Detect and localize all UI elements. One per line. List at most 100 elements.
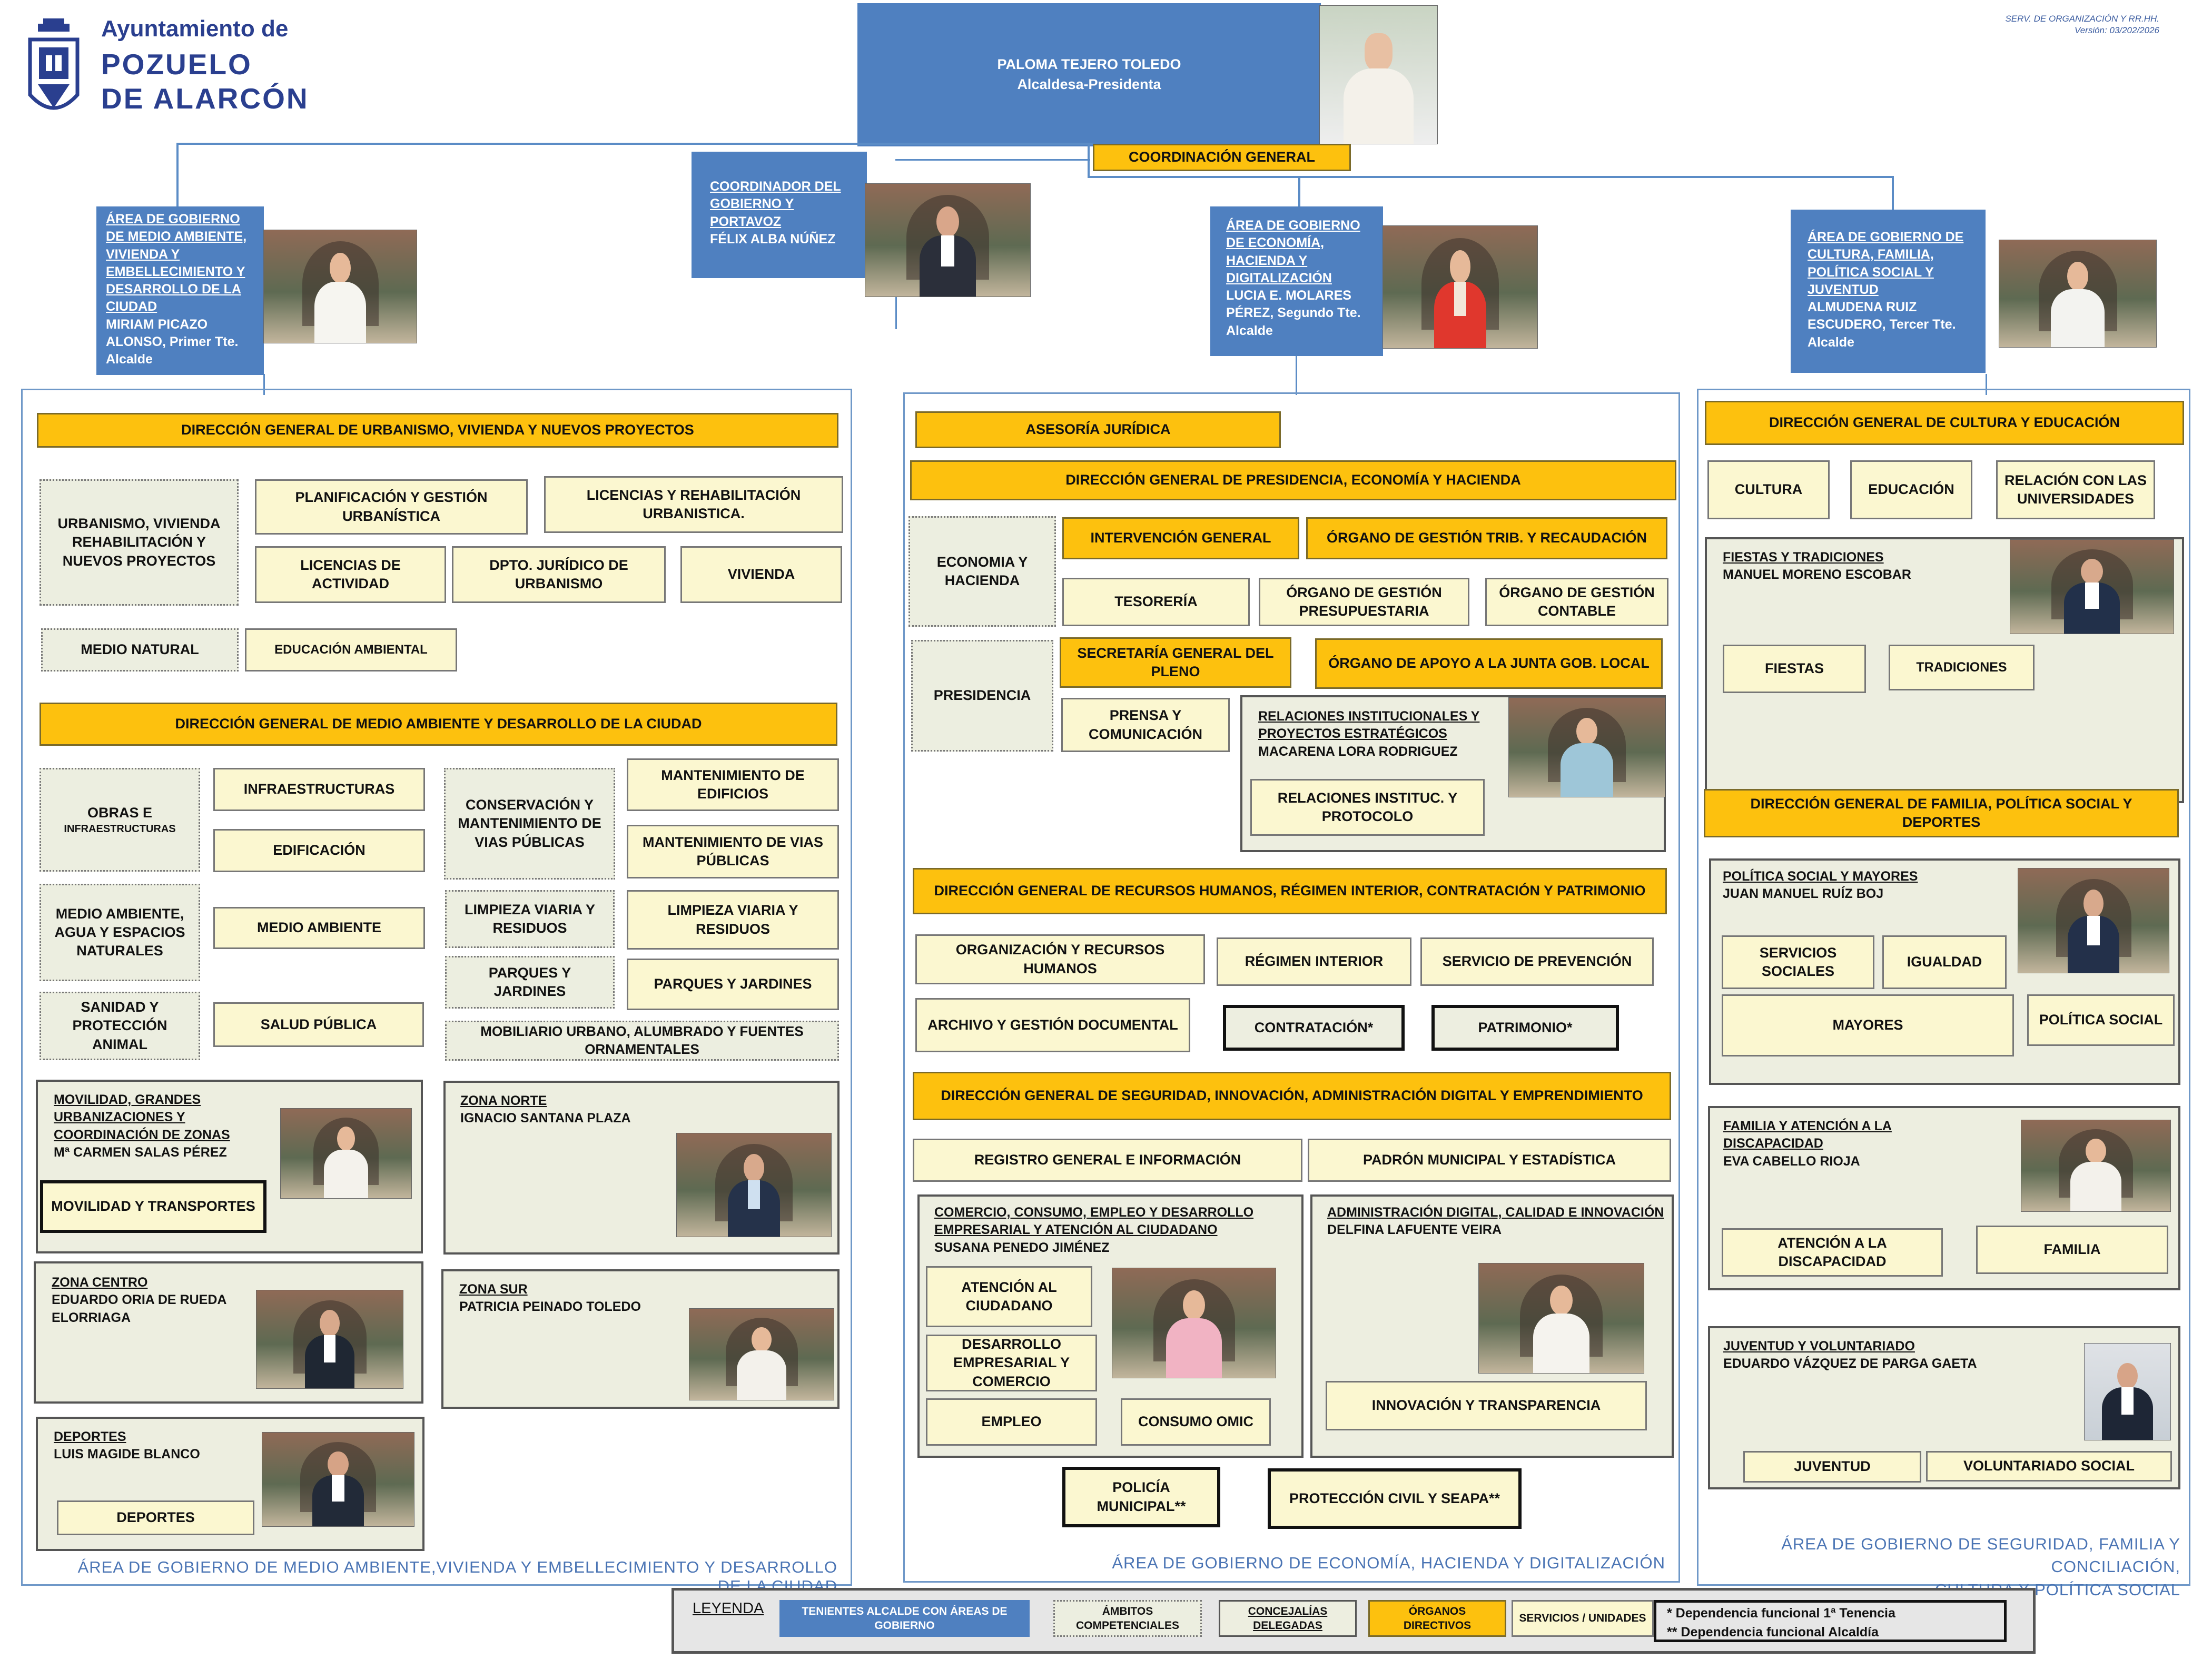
zona-centro-photo <box>256 1290 403 1389</box>
educacion-ambiental-box: EDUCACIÓN AMBIENTAL <box>245 628 457 671</box>
administracion-photo <box>1478 1263 1644 1374</box>
movilidad-transportes-box: MOVILIDAD Y TRANSPORTES <box>40 1180 266 1233</box>
mant-vias-box: MANTENIMIENTO DE VIAS PÚBLICAS <box>627 825 839 878</box>
comercio-title: COMERCIO, CONSUMO, EMPLEO Y DESARROLLO E… <box>934 1205 1254 1238</box>
comercio-panel: COMERCIO, CONSUMO, EMPLEO Y DESARROLLO E… <box>917 1194 1303 1458</box>
zona-sur-photo <box>689 1308 834 1400</box>
fiestas-title: FIESTAS Y TRADICIONES <box>1723 550 1884 565</box>
obras-sublabel: INFRAESTRUCTURAS <box>64 823 176 835</box>
dpto-juridico-box: DPTO. JURÍDICO DE URBANISMO <box>452 546 666 603</box>
brand-line2: POZUELO <box>101 48 252 81</box>
relaciones-panel: RELACIONES INSTITUCIONALES Y PROYECTOS E… <box>1240 695 1666 852</box>
legend-tenientes: TENIENTES ALCALDE CON ÁREAS DE GOBIERNO <box>779 1600 1030 1637</box>
relaciones-photo <box>1508 697 1665 797</box>
tesoreria-box: TESORERÍA <box>1062 578 1250 626</box>
salud-publica-box: SALUD PÚBLICA <box>213 1002 424 1047</box>
comercio-person: SUSANA PENEDO JIMÉNEZ <box>934 1240 1110 1255</box>
discapacidad-box: ATENCIÓN A LA DISCAPACIDAD <box>1722 1228 1943 1277</box>
dg-presidencia: DIRECCIÓN GENERAL DE PRESIDENCIA, ECONOM… <box>910 460 1676 500</box>
movilidad-person: Mª CARMEN SALAS PÉREZ <box>54 1144 227 1160</box>
familia-person: EVA CABELLO RIOJA <box>1723 1153 1860 1169</box>
teniente2-area: ÁREA DE GOBIERNO DE ECONOMÍA, HACIENDA Y… <box>1226 218 1360 285</box>
voluntariado-box: VOLUNTARIADO SOCIAL <box>1926 1451 2172 1482</box>
tradiciones-box: TRADICIONES <box>1889 645 2035 690</box>
obras-label: OBRAS E <box>87 804 153 821</box>
movilidad-panel: MOVILIDAD, GRANDES URBANIZACIONES Y COOR… <box>36 1080 423 1253</box>
teniente1-area: ÁREA DE GOBIERNO DE MEDIO AMBIENTE, VIVI… <box>106 212 247 314</box>
parques2-box: PARQUES Y JARDINES <box>627 959 839 1010</box>
teniente3-person: ALMUDENA RUIZ ESCUDERO, Tercer Tte. Alca… <box>1808 300 1956 350</box>
sanidad-box: SANIDAD Y PROTECCIÓN ANIMAL <box>39 992 200 1060</box>
juventud-photo <box>2084 1343 2171 1440</box>
teniente1-box: ÁREA DE GOBIERNO DE MEDIO AMBIENTE, VIVI… <box>96 206 264 375</box>
legend-concejalias: CONCEJALÍAS DELEGADAS <box>1219 1600 1357 1637</box>
legend-title: LEYENDA <box>693 1600 764 1617</box>
empleo-box: EMPLEO <box>926 1398 1097 1446</box>
version-info: SERV. DE ORGANIZACIÓN Y RR.HH. Versión: … <box>1949 13 2159 36</box>
politica-social-photo <box>2018 868 2169 973</box>
fiestas-box: FIESTAS <box>1723 645 1866 693</box>
intervencion-box: INTERVENCIÓN GENERAL <box>1062 517 1299 559</box>
prevencion-box: SERVICIO DE PREVENCIÓN <box>1420 937 1654 986</box>
footer-economia: ÁREA DE GOBIERNO DE ECONOMÍA, HACIENDA Y… <box>1112 1554 1665 1572</box>
juventud-title: JUVENTUD Y VOLUNTARIADO <box>1723 1339 1915 1354</box>
legend-dependencias: * Dependencia funcional 1ª Tenencia ** D… <box>1654 1600 2007 1642</box>
prensa-box: PRENSA Y COMUNICACIÓN <box>1061 698 1230 752</box>
zona-sur-person: PATRICIA PEINADO TOLEDO <box>459 1299 641 1315</box>
administracion-person: DELFINA LAFUENTE VEIRA <box>1327 1222 1502 1238</box>
coordinador-photo <box>865 183 1031 297</box>
coordinacion-general: COORDINACIÓN GENERAL <box>1093 144 1351 171</box>
politica-social-title: POLÍTICA SOCIAL Y MAYORES <box>1723 869 1918 884</box>
cultura-box: CULTURA <box>1707 460 1830 519</box>
limpieza2-box: LIMPIEZA VIARIA Y RESIDUOS <box>627 890 839 950</box>
organo-trib-box: ÓRGANO DE GESTIÓN TRIB. Y RECAUDACIÓN <box>1306 517 1667 559</box>
policia-box: POLICÍA MUNICIPAL** <box>1062 1467 1220 1527</box>
deportes-box: DEPORTES <box>57 1500 254 1535</box>
zona-norte-person: IGNACIO SANTANA PLAZA <box>460 1111 631 1126</box>
mayor-title: Alcaldesa-Presidenta <box>1017 76 1161 92</box>
urbanismo-box: URBANISMO, VIVIENDA REHABILITACIÓN Y NUE… <box>39 479 239 606</box>
footer-cultura-line1: ÁREA DE GOBIERNO DE SEGURIDAD, FAMILIA Y… <box>1781 1535 2180 1576</box>
dg-seguridad: DIRECCIÓN GENERAL DE SEGURIDAD, INNOVACI… <box>913 1072 1671 1120</box>
movilidad-title: MOVILIDAD, GRANDES URBANIZACIONES Y COOR… <box>54 1092 230 1142</box>
legend-ambitos: ÁMBITOS COMPETENCIALES <box>1053 1600 1202 1637</box>
legend-dep2: ** Dependencia funcional Alcaldía <box>1667 1625 1879 1640</box>
teniente3-area: ÁREA DE GOBIERNO DE CULTURA, FAMILIA, PO… <box>1808 230 1964 297</box>
familia-panel: FAMILIA Y ATENCIÓN A LA DISCAPACIDAD EVA … <box>1708 1106 2180 1290</box>
registro-box: REGISTRO GENERAL E INFORMACIÓN <box>913 1139 1302 1182</box>
desarrollo-box: DESARROLLO EMPRESARIAL Y COMERCIO <box>926 1335 1097 1391</box>
dg-familia: DIRECCIÓN GENERAL DE FAMILIA, POLÍTICA S… <box>1704 789 2179 837</box>
mayor-box: PALOMA TEJERO TOLEDO Alcaldesa-President… <box>857 3 1321 146</box>
zona-centro-title: ZONA CENTRO <box>52 1275 148 1290</box>
universidades-box: RELACIÓN CON LAS UNIVERSIDADES <box>1996 460 2155 519</box>
familia-box: FAMILIA <box>1976 1226 2168 1274</box>
dg-cultura: DIRECCIÓN GENERAL DE CULTURA Y EDUCACIÓN <box>1705 401 2184 445</box>
organo-apoyo-box: ÓRGANO DE APOYO A LA JUNTA GOB. LOCAL <box>1315 638 1663 689</box>
medio-ambiente-box: MEDIO AMBIENTE <box>213 907 425 949</box>
economia-box: ECONOMIA Y HACIENDA <box>908 516 1056 627</box>
servicios-sociales-box: SERVICIOS SOCIALES <box>1722 935 1874 989</box>
familia-photo <box>2021 1120 2171 1212</box>
ma-agua-box: MEDIO AMBIENTE, AGUA Y ESPACIOS NATURALE… <box>39 884 200 981</box>
presidencia-box: PRESIDENCIA <box>911 640 1053 752</box>
coordinador-person: FÉLIX ALBA NÚÑEZ <box>710 231 836 246</box>
service-label: SERV. DE ORGANIZACIÓN Y RR.HH. <box>2005 14 2159 24</box>
mayores-box: MAYORES <box>1722 994 2014 1056</box>
mant-edificios-box: MANTENIMIENTO DE EDIFICIOS <box>627 758 839 811</box>
medio-natural-box: MEDIO NATURAL <box>41 628 239 671</box>
mayor-photo <box>1319 5 1438 144</box>
politica-social-box: POLÍTICA SOCIAL <box>2027 994 2175 1046</box>
familia-title: FAMILIA Y ATENCIÓN A LA DISCAPACIDAD <box>1723 1119 1892 1151</box>
brand-line3: DE ALARCÓN <box>101 82 309 115</box>
organo-pres-box: ÓRGANO DE GESTIÓN PRESUPUESTARIA <box>1259 578 1469 626</box>
administracion-title: ADMINISTRACIÓN DIGITAL, CALIDAD E INNOVA… <box>1327 1205 1664 1220</box>
movilidad-photo <box>280 1108 412 1199</box>
organo-cont-box: ÓRGANO DE GESTIÓN CONTABLE <box>1485 578 1668 626</box>
parques1-box: PARQUES Y JARDINES <box>445 956 615 1009</box>
teniente1-photo <box>263 230 417 343</box>
relaciones-title: RELACIONES INSTITUCIONALES Y PROYECTOS E… <box>1258 709 1480 742</box>
fiestas-photo <box>2010 539 2174 634</box>
